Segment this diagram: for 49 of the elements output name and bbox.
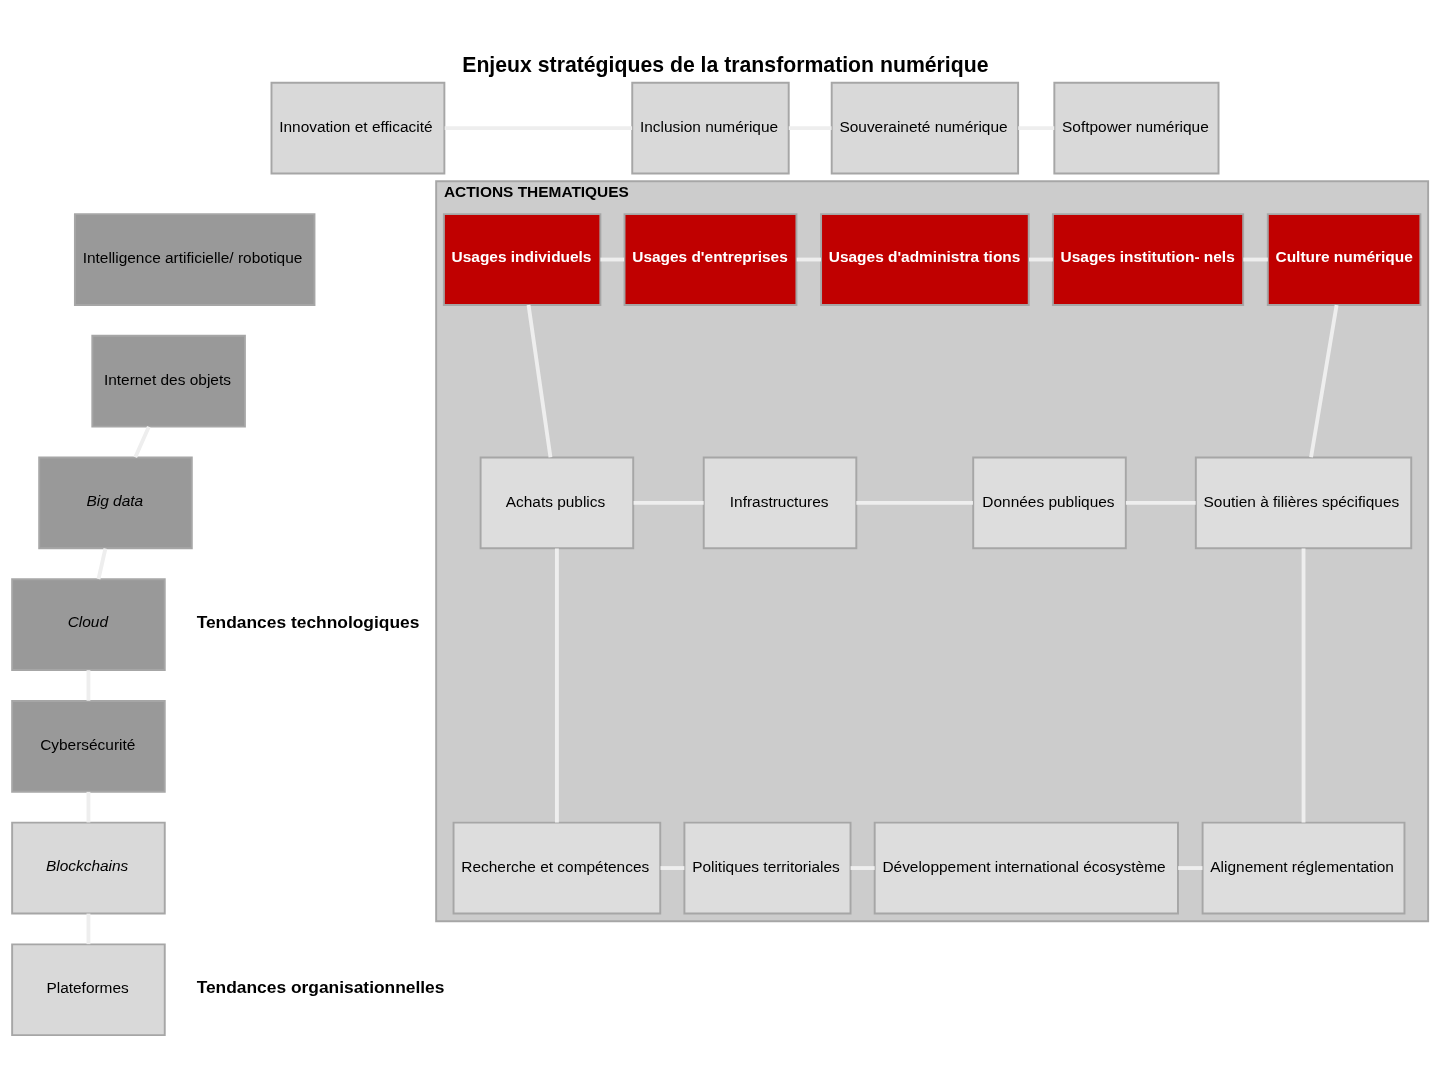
connector	[133, 426, 151, 459]
node-box: Big data	[38, 456, 193, 550]
node-box: Plateformes	[11, 943, 166, 1037]
node-box: Soutien à filières spécifiques	[1194, 456, 1413, 550]
connector	[600, 257, 625, 262]
node-box: Intelligence artificielle/ robotique	[73, 213, 316, 306]
node-box: Politiques territoriales	[683, 821, 852, 915]
connector	[796, 257, 822, 262]
connector	[660, 866, 685, 870]
connector	[86, 791, 91, 823]
connector	[86, 913, 91, 945]
connector	[1125, 501, 1196, 505]
node-box: Internet des objets	[91, 334, 246, 428]
node-box: Alignement réglementation	[1201, 821, 1406, 915]
node-box: Inclusion numérique	[631, 81, 790, 175]
connector	[86, 670, 91, 701]
node-box: Développement international écosystème	[873, 821, 1179, 915]
label: Tendances organisationnelles	[196, 977, 445, 998]
node-box: Souveraineté numérique	[830, 81, 1020, 175]
node-box: Blockchains	[11, 821, 166, 915]
connector	[788, 126, 832, 131]
node-box: Usages individuels	[442, 213, 602, 306]
node-box: Achats publics	[479, 456, 635, 550]
node-box: Cloud	[11, 578, 166, 671]
connector	[526, 304, 553, 458]
node-box: Innovation et efficacité	[270, 81, 446, 175]
connector	[1018, 126, 1055, 131]
node-box: Softpower numérique	[1053, 81, 1220, 175]
node-box: Culture numérique	[1266, 213, 1422, 306]
connector	[1309, 304, 1339, 458]
connector	[1301, 548, 1306, 823]
connector	[633, 501, 704, 505]
connector	[554, 548, 559, 823]
node-box: Recherche et compétences	[452, 821, 662, 915]
connector	[444, 126, 633, 131]
node-box: Usages institution- nels	[1051, 213, 1245, 306]
connector	[96, 548, 108, 580]
node-box: Données publiques	[972, 456, 1127, 550]
connector	[1178, 866, 1203, 870]
node-box: Cybersécurité	[11, 699, 166, 793]
diagram-title: Enjeux stratégiques de la transformation numérique	[462, 52, 989, 77]
connector	[1029, 257, 1053, 262]
node-box: Usages d'entreprises	[623, 213, 798, 306]
node-box: Infrastructures	[702, 456, 858, 550]
connector	[850, 866, 875, 870]
connector	[1243, 257, 1268, 262]
connector	[856, 501, 973, 505]
label: Tendances technologiques	[196, 611, 420, 632]
node-box: Usages d'administra tions	[820, 213, 1030, 306]
